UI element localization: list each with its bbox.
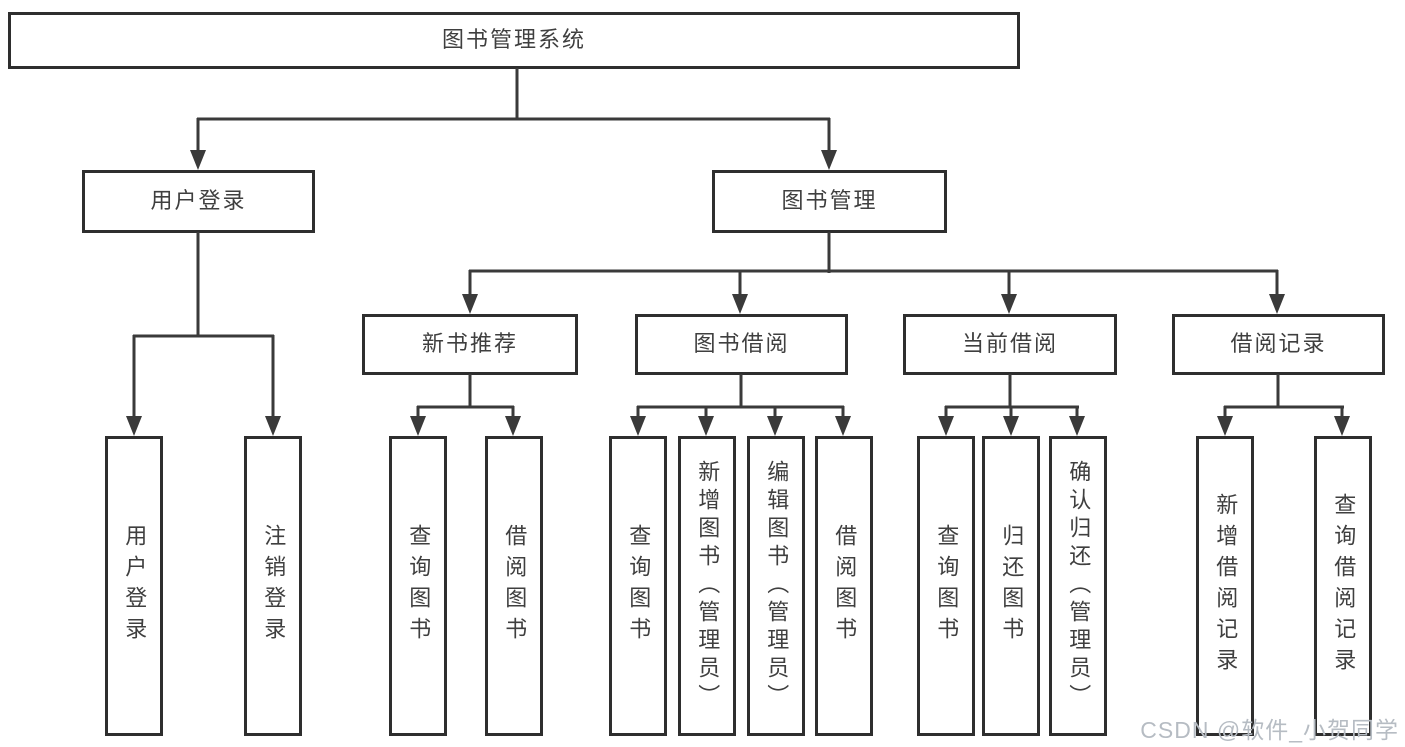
node-leaf-add-book-admin: 新增图书（管理员） <box>678 436 736 736</box>
node-current-borrow: 当前借阅 <box>903 314 1117 375</box>
node-leaf-user-login: 用户登录 <box>105 436 163 736</box>
connector-drop-new-book-recommend <box>468 270 472 296</box>
arrow-down-icon <box>835 416 851 436</box>
arrow-down-icon <box>462 294 478 314</box>
arrow-down-icon <box>1269 294 1285 314</box>
connector-drop-current-borrow <box>1007 270 1011 296</box>
node-leaf-return-book: 归还图书 <box>982 436 1040 736</box>
node-leaf-query-books-current: 查询图书 <box>917 436 975 736</box>
connector-drop <box>1340 406 1344 418</box>
arrow-down-icon <box>265 416 281 436</box>
connector-drop <box>1223 406 1227 418</box>
connector-borrow-records-trunk <box>1276 374 1280 408</box>
arrow-down-icon <box>505 416 521 436</box>
connector-book-management-branch <box>469 269 1278 273</box>
node-leaf-borrow-books-recommend: 借阅图书 <box>485 436 543 736</box>
arrow-down-icon <box>1001 294 1017 314</box>
connector-drop-book-borrow <box>738 270 742 296</box>
arrow-down-icon <box>1069 416 1085 436</box>
node-leaf-query-books-recommend: 查询图书 <box>389 436 447 736</box>
connector-user-login-branch <box>133 334 274 338</box>
connector-user-login-trunk <box>196 232 200 337</box>
node-leaf-add-borrow-record: 新增借阅记录 <box>1196 436 1254 736</box>
connector-drop <box>416 406 420 418</box>
arrow-down-icon <box>821 150 837 170</box>
connector-book-management-trunk <box>827 232 831 273</box>
connector-drop-borrow-records <box>1275 270 1279 296</box>
node-leaf-confirm-return-admin: 确认归还（管理员） <box>1049 436 1107 736</box>
arrow-down-icon <box>410 416 426 436</box>
connector-recommend-trunk <box>468 374 472 408</box>
node-leaf-query-books-borrow: 查询图书 <box>609 436 667 736</box>
arrow-down-icon <box>698 416 714 436</box>
node-borrow-records: 借阅记录 <box>1172 314 1385 375</box>
arrow-down-icon <box>630 416 646 436</box>
node-leaf-logout: 注销登录 <box>244 436 302 736</box>
node-book-management: 图书管理 <box>712 170 947 233</box>
node-new-book-recommend: 新书推荐 <box>362 314 578 375</box>
node-user-login: 用户登录 <box>82 170 315 233</box>
node-leaf-query-borrow-record: 查询借阅记录 <box>1314 436 1372 736</box>
node-root: 图书管理系统 <box>8 12 1020 69</box>
arrow-down-icon <box>190 150 206 170</box>
connector-drop <box>636 406 640 418</box>
arrow-down-icon <box>1334 416 1350 436</box>
connector-drop <box>841 406 845 418</box>
connector-borrow-records-branch <box>1224 405 1344 409</box>
connector-drop <box>944 406 948 418</box>
connector-drop-book-management <box>827 118 831 154</box>
node-leaf-borrow-books-borrow: 借阅图书 <box>815 436 873 736</box>
connector-drop <box>1075 406 1079 418</box>
connector-book-borrow-branch <box>637 405 844 409</box>
connector-drop <box>704 406 708 418</box>
arrow-down-icon <box>1217 416 1233 436</box>
connector-book-borrow-trunk <box>739 374 743 408</box>
node-book-borrow: 图书借阅 <box>635 314 848 375</box>
arrow-down-icon <box>1003 416 1019 436</box>
connector-drop-user-login <box>196 118 200 154</box>
arrow-down-icon <box>126 416 142 436</box>
watermark: CSDN @软件_小贺同学 <box>1140 717 1399 743</box>
connector-root-branch <box>197 117 830 121</box>
connector-recommend-branch <box>417 405 514 409</box>
connector-drop <box>1009 406 1013 418</box>
arrow-down-icon <box>767 416 783 436</box>
connector-drop-leaf-logout <box>271 335 275 418</box>
connector-drop-leaf-user-login <box>132 335 136 418</box>
connector-drop <box>511 406 515 418</box>
node-leaf-edit-book-admin: 编辑图书（管理员） <box>747 436 805 736</box>
connector-current-borrow-trunk <box>1008 374 1012 408</box>
connector-drop <box>773 406 777 418</box>
arrow-down-icon <box>732 294 748 314</box>
connector-root-trunk <box>515 68 519 120</box>
arrow-down-icon <box>938 416 954 436</box>
